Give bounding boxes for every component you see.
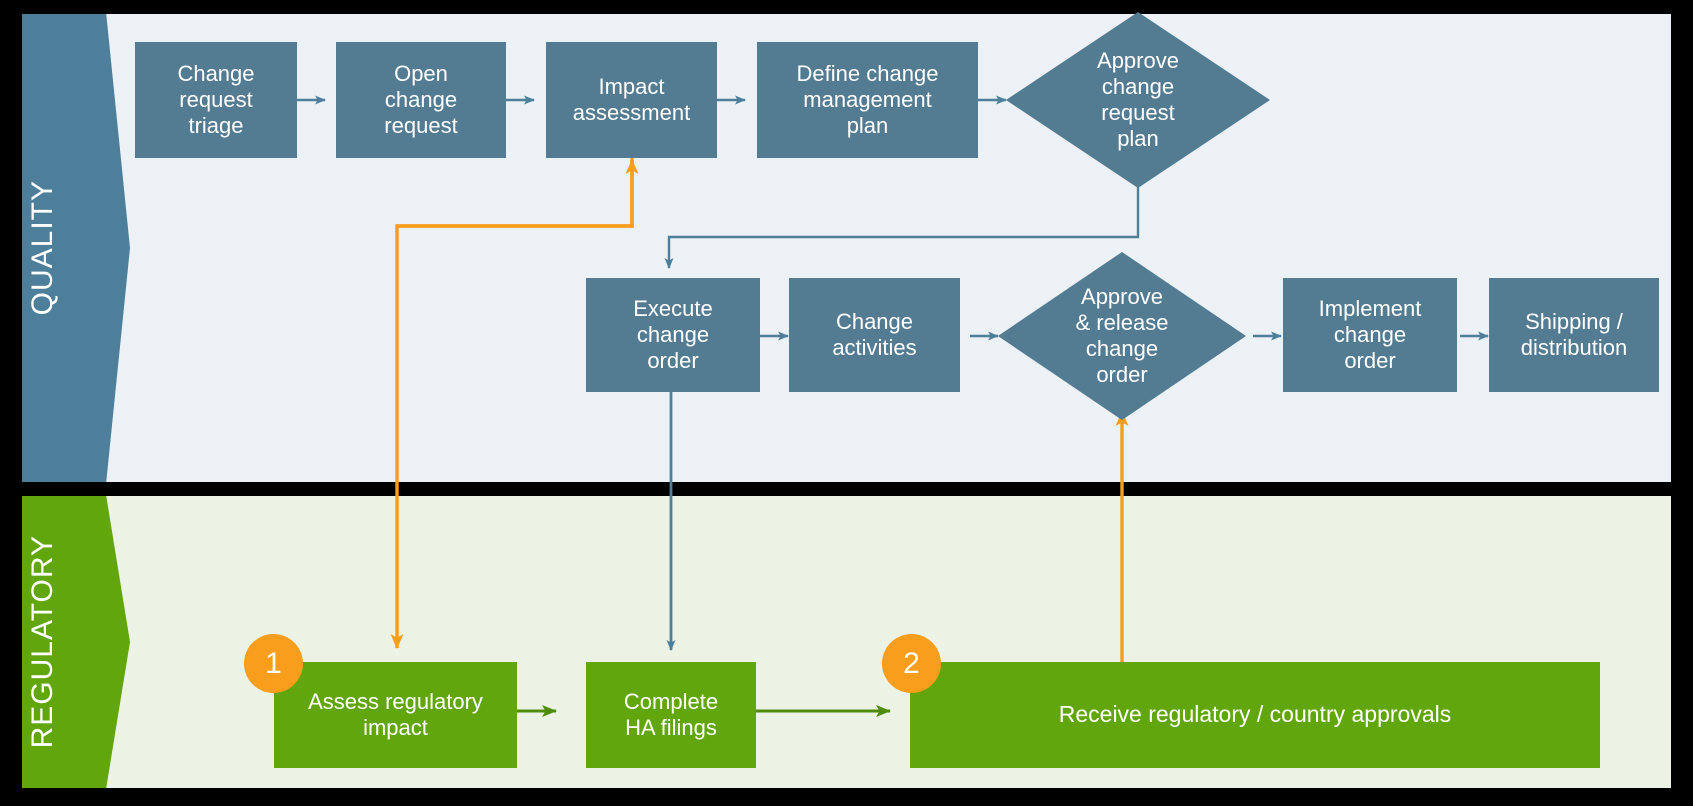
node-approve-change-request-plan[interactable]: Approve change request plan: [1006, 12, 1270, 188]
lane-header-regulatory: REGULATORY: [22, 496, 130, 788]
node-receive-regulatory-country-approvals[interactable]: Receive regulatory / country approvals: [910, 662, 1600, 768]
node-define-change-management-plan[interactable]: Define change management plan: [757, 42, 978, 158]
node-open-change-request[interactable]: Open change request: [336, 42, 506, 158]
node-execute-change-order[interactable]: Execute change order: [586, 278, 760, 392]
node-change-activities[interactable]: Change activities: [789, 278, 960, 392]
lane-label-regulatory: REGULATORY: [26, 535, 59, 749]
node-shipping-distribution[interactable]: Shipping / distribution: [1489, 278, 1659, 392]
diamond-label-approve-plan: Approve change request plan: [1097, 48, 1179, 151]
node-complete-ha-filings[interactable]: Complete HA filings: [586, 662, 756, 768]
node-change-request-triage[interactable]: Change request triage: [135, 42, 297, 158]
node-approve-release-change-order[interactable]: Approve & release change order: [998, 252, 1246, 420]
lane-header-quality: QUALITY: [22, 14, 130, 482]
lane-label-quality: QUALITY: [26, 180, 59, 316]
node-impact-assessment[interactable]: Impact assessment: [546, 42, 717, 158]
badge-step-1: 1: [244, 634, 303, 693]
node-assess-regulatory-impact[interactable]: Assess regulatory impact: [274, 662, 517, 768]
diamond-label-approve-release: Approve & release change order: [1075, 284, 1169, 387]
badge-step-2: 2: [882, 634, 941, 693]
node-implement-change-order[interactable]: Implement change order: [1283, 278, 1457, 392]
